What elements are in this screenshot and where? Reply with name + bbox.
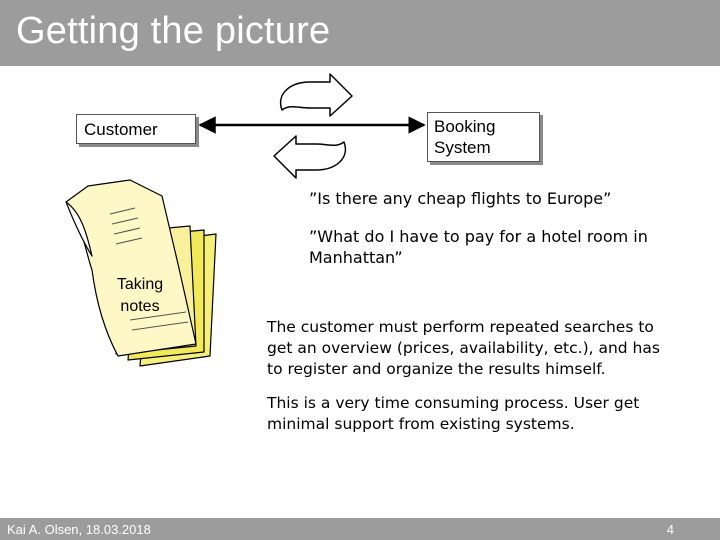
footer-bar: Kai A. Olsen, 18.03.2018 4 [0,518,720,540]
taking-notes-label: Taking notes [116,276,164,315]
booking-system-box: Booking System [427,112,540,162]
paragraph-repeated-searches: The customer must perform repeated searc… [267,318,660,378]
title-bar: Getting the picture [0,0,720,66]
booking-system-label: Booking System [434,117,496,157]
cycle-arrows-icon [273,73,353,179]
page-number: 4 [666,522,674,537]
notes-papers-icon [65,179,217,367]
customer-label: Customer [84,120,158,139]
customer-box: Customer [76,114,196,144]
footer-author-date: Kai A. Olsen, 18.03.2018 [7,522,151,537]
paragraph-time-consuming: This is a very time consuming process. U… [267,394,640,433]
slide-title: Getting the picture [16,10,331,52]
query-hotel-price: ”What do I have to pay for a hotel room … [309,227,648,267]
query-cheap-flights: ”Is there any cheap flights to Europe” [309,189,612,208]
